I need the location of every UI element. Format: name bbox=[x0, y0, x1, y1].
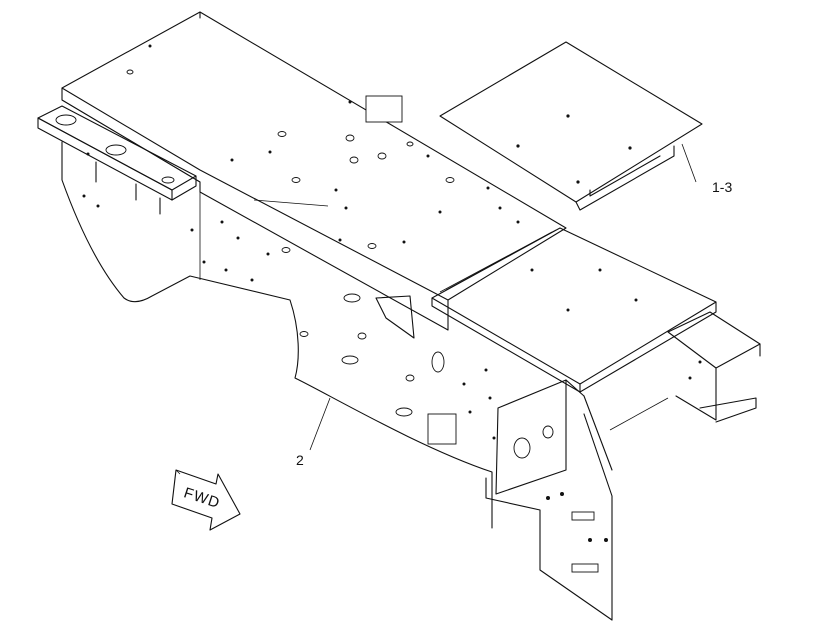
left-cross-beam bbox=[37, 105, 197, 215]
callout-leaders bbox=[309, 143, 697, 451]
right-floor-plate bbox=[431, 227, 717, 393]
right-end-bracket bbox=[609, 311, 761, 431]
fwd-label: FWD bbox=[182, 484, 223, 512]
callout-label-1-3: 1-3 bbox=[712, 179, 732, 195]
hardware-details bbox=[82, 44, 702, 445]
left-side-panel bbox=[61, 141, 493, 529]
right-side-panel bbox=[485, 379, 613, 621]
forward-direction-arrow: FWD bbox=[171, 469, 241, 531]
callout-label-2: 2 bbox=[296, 452, 304, 468]
frame-top-plate bbox=[61, 11, 567, 301]
cover-plate bbox=[439, 41, 703, 211]
